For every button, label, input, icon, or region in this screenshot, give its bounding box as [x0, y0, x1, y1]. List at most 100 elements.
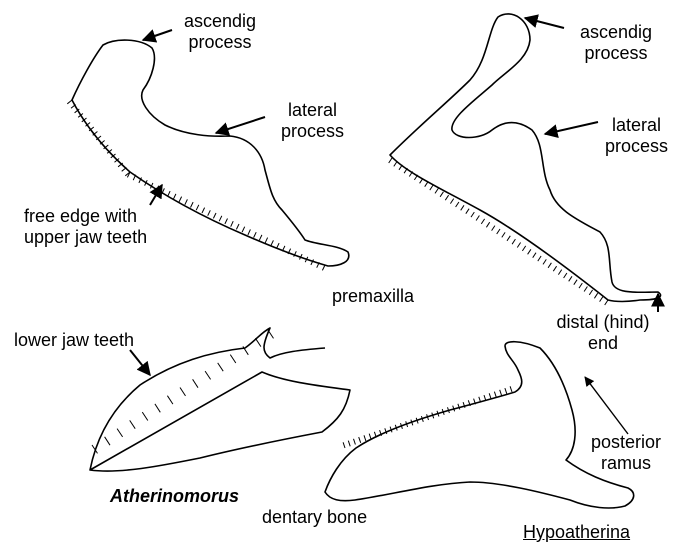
- label-lower-jaw-teeth: lower jaw teeth: [14, 330, 134, 351]
- tooth-mark: [505, 388, 507, 394]
- tooth-mark: [180, 388, 186, 396]
- tooth-mark: [522, 246, 525, 251]
- tooth-mark: [481, 219, 484, 224]
- tooth-mark: [528, 249, 531, 254]
- label-lateral-process-left: lateral process: [270, 100, 355, 142]
- tooth-mark: [476, 216, 479, 221]
- tooth-mark: [589, 290, 592, 295]
- tooth-mark: [445, 195, 448, 200]
- arrow-posterior-ramus: [585, 377, 628, 434]
- tooth-mark: [510, 386, 512, 392]
- tooth-mark: [500, 390, 502, 396]
- label-species-atherinomorus: Atherinomorus: [110, 486, 239, 507]
- tooth-mark: [122, 168, 127, 172]
- tooth-mark: [205, 371, 211, 379]
- tooth-mark: [584, 287, 587, 292]
- tooth-mark: [512, 239, 515, 244]
- label-free-edge-teeth: free edge with upper jaw teeth: [24, 206, 147, 248]
- tooth-mark: [450, 199, 453, 204]
- tooth-mark: [564, 273, 567, 278]
- tooth-mark: [348, 441, 350, 447]
- tooth-mark: [322, 265, 325, 270]
- arrow-lower-jaw-teeth: [130, 350, 150, 375]
- tooth-mark: [466, 209, 469, 214]
- tooth-mark: [185, 199, 188, 204]
- tooth-mark: [497, 229, 500, 234]
- arrow-free-edge: [150, 185, 162, 205]
- tooth-mark: [277, 243, 280, 248]
- tooth-mark: [548, 263, 551, 268]
- tooth-mark: [254, 232, 257, 237]
- tooth-mark: [430, 185, 433, 190]
- tooth-mark: [130, 420, 136, 428]
- dentary-right-teeth: [343, 386, 512, 448]
- label-lateral-process-right: lateral process: [594, 115, 679, 157]
- tooth-mark: [168, 191, 171, 197]
- tooth-mark: [425, 182, 428, 187]
- tooth-mark: [502, 232, 505, 237]
- tooth-mark: [489, 393, 491, 399]
- tooth-mark: [579, 283, 582, 288]
- tooth-mark: [569, 276, 572, 281]
- tooth-mark: [167, 396, 173, 404]
- tooth-mark: [492, 226, 495, 231]
- tooth-mark: [354, 439, 356, 445]
- arrow-ascending-left: [143, 30, 172, 40]
- tooth-mark: [435, 188, 438, 193]
- tooth-mark: [173, 194, 176, 199]
- tooth-mark: [517, 243, 520, 248]
- tooth-mark: [538, 256, 541, 261]
- tooth-mark: [600, 297, 603, 302]
- tooth-mark: [461, 205, 464, 210]
- tooth-mark: [155, 404, 160, 412]
- tooth-mark: [219, 216, 222, 221]
- tooth-mark: [486, 222, 489, 227]
- tooth-mark: [196, 205, 199, 210]
- tooth-mark: [543, 259, 546, 264]
- tooth-mark: [117, 429, 123, 437]
- tooth-mark: [248, 229, 251, 235]
- pointer-arrows: [130, 18, 658, 434]
- tooth-mark: [225, 219, 228, 224]
- tooth-mark: [231, 221, 234, 227]
- tooth-mark: [343, 442, 345, 448]
- tooth-mark: [193, 379, 198, 387]
- tooth-mark: [218, 363, 224, 371]
- tooth-mark: [574, 280, 577, 285]
- label-ascending-process-right: ascendig process: [566, 22, 666, 64]
- tooth-mark: [533, 253, 536, 258]
- tooth-mark: [142, 412, 148, 420]
- tooth-mark: [242, 227, 245, 232]
- tooth-mark: [191, 202, 194, 207]
- arrow-lateral-right: [545, 122, 598, 134]
- tooth-mark: [494, 392, 496, 398]
- tooth-mark: [236, 224, 239, 229]
- tooth-mark: [67, 100, 72, 104]
- label-premaxilla: premaxilla: [332, 286, 414, 307]
- tooth-mark: [594, 293, 597, 298]
- tooth-mark: [265, 238, 268, 244]
- arrow-lateral-left: [216, 117, 265, 133]
- tooth-mark: [230, 355, 236, 363]
- tooth-mark: [553, 266, 556, 271]
- tooth-mark: [440, 192, 443, 197]
- tooth-mark: [259, 235, 262, 240]
- label-species-hypoatherina: Hypoatherina: [523, 522, 630, 543]
- tooth-mark: [420, 178, 423, 183]
- tooth-mark: [202, 208, 205, 213]
- tooth-mark: [389, 158, 392, 163]
- tooth-mark: [605, 300, 608, 305]
- tooth-mark: [271, 240, 274, 245]
- label-posterior-ramus: posterior ramus: [576, 432, 676, 474]
- tooth-mark: [471, 212, 474, 217]
- tooth-mark: [359, 437, 361, 443]
- tooth-mark: [558, 270, 561, 275]
- premaxilla-right-teeth: [389, 158, 608, 305]
- label-distal-end: distal (hind) end: [528, 312, 678, 354]
- tooth-mark: [369, 434, 371, 440]
- tooth-mark: [364, 435, 366, 441]
- dentary-hypoatherina: [325, 342, 634, 508]
- tooth-mark: [268, 330, 274, 338]
- tooth-mark: [179, 197, 182, 202]
